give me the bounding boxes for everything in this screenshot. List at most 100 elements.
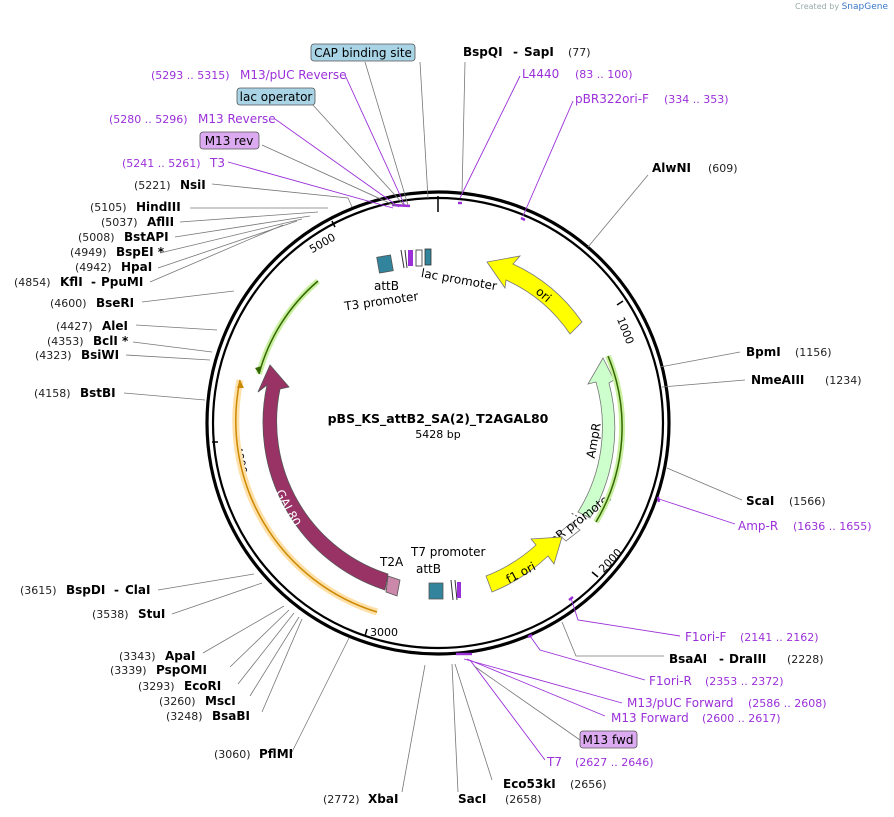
tick-5000: 5000 bbox=[307, 231, 338, 256]
enzyme-name: MscI bbox=[205, 694, 236, 708]
lac-operator-box[interactable] bbox=[236, 87, 316, 106]
primer-m13puc-reverse[interactable]: (5293 .. 5315) M13/pUC Reverse bbox=[151, 68, 347, 82]
enzyme-hpai[interactable]: (4942) HpaI bbox=[75, 260, 152, 274]
enzyme-name: EcoRI bbox=[184, 679, 221, 693]
enzyme-pspomi[interactable]: (3339) PspOMI bbox=[110, 663, 207, 677]
lac-promoter-label: lac promoter bbox=[420, 266, 498, 293]
enzyme-bsiwi[interactable]: (4323) BsiWI bbox=[35, 348, 119, 362]
tick-2000: 2000 bbox=[596, 546, 625, 575]
enzyme-pos: (2772) bbox=[323, 793, 360, 806]
primer-l4440[interactable]: L4440 (83 .. 100) bbox=[522, 67, 633, 81]
tick-1000: 1000 bbox=[614, 315, 637, 346]
attb-top-feature[interactable] bbox=[376, 254, 394, 274]
enzyme-name: ApaI bbox=[165, 649, 195, 663]
enzyme-pos: (2228) bbox=[787, 653, 824, 666]
enzyme-name: HpaI bbox=[121, 260, 152, 274]
enzyme-bpmi[interactable]: BpmI (1156) bbox=[746, 345, 832, 359]
tick-marks bbox=[212, 196, 624, 637]
enzyme-ecori[interactable]: (3293) EcoRI bbox=[138, 679, 221, 693]
ampr-feature[interactable] bbox=[577, 357, 616, 519]
enzyme-pos: (1566) bbox=[789, 495, 826, 508]
ampr-promoter-feature[interactable] bbox=[557, 522, 581, 542]
enzyme-pos: (5037) bbox=[101, 216, 138, 229]
enzyme-bcli[interactable]: (4353) BclI * bbox=[47, 334, 129, 348]
enzyme-pos: (1234) bbox=[825, 374, 862, 387]
primer-range: (5280 .. 5296) bbox=[109, 113, 188, 126]
enzyme-bsaai-draiii[interactable]: BsaAI - DraIII (2228) bbox=[669, 652, 824, 666]
enzyme-name: BsaAI bbox=[669, 652, 707, 666]
enzyme-extra: PpuMI bbox=[101, 275, 143, 289]
enzyme-bstapi[interactable]: (5008) BstAPI bbox=[78, 230, 169, 244]
enzyme-hindiii[interactable]: (5105) HindIII bbox=[90, 200, 181, 214]
enzyme-bspqi-sapi[interactable]: BspQI - SapI (77) bbox=[463, 45, 591, 59]
enzyme-pos: (4854) bbox=[14, 276, 51, 289]
primer-name: M13 Reverse bbox=[198, 112, 276, 126]
primer-amp-r[interactable]: Amp-R (1636 .. 1655) bbox=[738, 519, 872, 533]
enzyme-saci[interactable]: SacI (2658) bbox=[458, 792, 542, 806]
enzyme-eco53ki[interactable]: Eco53kI (2656) bbox=[503, 777, 607, 791]
t2a-feature[interactable] bbox=[385, 575, 401, 597]
primer-t7[interactable]: T7 (2627 .. 2646) bbox=[546, 755, 654, 769]
enzyme-bstbi[interactable]: (4158) BstBI bbox=[34, 386, 116, 400]
enzyme-pos: (4942) bbox=[75, 261, 112, 274]
enzyme-pos: (4158) bbox=[34, 387, 71, 400]
primer-m13puc-forward[interactable]: M13/pUC Forward (2586 .. 2608) bbox=[627, 696, 827, 710]
enzyme-name: XbaI bbox=[368, 792, 398, 806]
enzyme-name: BspEI * bbox=[116, 245, 165, 259]
enzyme-name: NsiI bbox=[180, 178, 206, 192]
enzyme-aflii[interactable]: (5037) AflII bbox=[101, 215, 174, 229]
ampr-label: AmpR bbox=[584, 422, 604, 460]
primer-name: M13/pUC Reverse bbox=[240, 68, 347, 82]
enzyme-pos: (5105) bbox=[90, 201, 127, 214]
svg-text:-: - bbox=[719, 652, 724, 666]
enzyme-apai[interactable]: (3343) ApaI bbox=[119, 649, 195, 663]
primer-m13-forward[interactable]: M13 Forward (2600 .. 2617) bbox=[611, 711, 781, 725]
enzyme-nsii[interactable]: (5221) NsiI bbox=[134, 178, 206, 192]
attb-top-label: attB bbox=[374, 279, 399, 293]
enzyme-kfli-ppumi[interactable]: (4854) KflI - PpuMI bbox=[14, 275, 143, 289]
enzyme-alwni[interactable]: AlwNI (609) bbox=[652, 161, 738, 175]
enzyme-alei[interactable]: (4427) AleI bbox=[56, 319, 128, 333]
m13-fwd-box[interactable] bbox=[579, 730, 638, 749]
enzyme-bsabi[interactable]: (3248) BsaBI bbox=[166, 709, 250, 723]
enzyme-bspdi-clai[interactable]: (3615) BspDI - ClaI bbox=[20, 583, 150, 597]
enzyme-pos: (3248) bbox=[166, 710, 203, 723]
attb-bottom-label: attB bbox=[416, 562, 441, 576]
enzyme-pflmi[interactable]: (3060) PflMI bbox=[214, 747, 293, 761]
plasmid-length: 5428 bp bbox=[415, 428, 460, 441]
primer-f1ori-f[interactable]: F1ori-F (2141 .. 2162) bbox=[685, 630, 819, 644]
enzyme-xbai[interactable]: (2772) XbaI bbox=[323, 792, 398, 806]
enzyme-nmeaiii[interactable]: NmeAIII (1234) bbox=[751, 373, 862, 387]
enzyme-extra: SapI bbox=[524, 45, 554, 59]
attb-bottom-feature[interactable] bbox=[428, 582, 444, 600]
primer-f1ori-r[interactable]: F1ori-R (2353 .. 2372) bbox=[649, 674, 784, 688]
enzyme-name: BstBI bbox=[80, 386, 116, 400]
primer-name: T7 bbox=[546, 755, 562, 769]
tick-3000: 3000 bbox=[370, 626, 398, 639]
enzyme-pos: (4353) bbox=[47, 335, 84, 348]
primer-range: (2627 .. 2646) bbox=[575, 756, 654, 769]
t2a-label: T2A bbox=[379, 555, 404, 569]
primer-name: M13/pUC Forward bbox=[627, 696, 734, 710]
cap-binding-site-box[interactable] bbox=[310, 43, 416, 62]
primer-m13-reverse[interactable]: (5280 .. 5296) M13 Reverse bbox=[109, 112, 276, 126]
primer-range: (5241 .. 5261) bbox=[122, 157, 201, 170]
ori-feature[interactable] bbox=[486, 255, 583, 335]
primer-t3[interactable]: (5241 .. 5261) T3 bbox=[122, 156, 225, 170]
plasmid-name: pBS_KS_attB2_SA(2)_T2AGAL80 bbox=[328, 411, 549, 427]
primer-pbr322ori-f[interactable]: pBR322ori-F (334 .. 353) bbox=[575, 92, 729, 106]
primer-name: pBR322ori-F bbox=[575, 92, 649, 106]
enzyme-bspei[interactable]: (4949) BspEI * bbox=[70, 245, 165, 259]
enzyme-extra: ClaI bbox=[125, 583, 150, 597]
m13-rev-box[interactable] bbox=[199, 131, 260, 150]
enzyme-scai[interactable]: ScaI (1566) bbox=[746, 494, 826, 508]
f1ori-feature[interactable] bbox=[485, 536, 563, 593]
enzyme-pos: (5008) bbox=[78, 231, 115, 244]
enzyme-bseri[interactable]: (4600) BseRI bbox=[50, 296, 134, 310]
enzyme-msci[interactable]: (3260) MscI bbox=[159, 694, 236, 708]
enzyme-stui[interactable]: (3538) StuI bbox=[92, 607, 165, 621]
enzyme-name: ScaI bbox=[746, 494, 774, 508]
enzyme-pos: (1156) bbox=[795, 346, 832, 359]
t7-promoter-label: T7 promoter bbox=[410, 545, 486, 559]
gal80-feature[interactable] bbox=[257, 364, 389, 591]
